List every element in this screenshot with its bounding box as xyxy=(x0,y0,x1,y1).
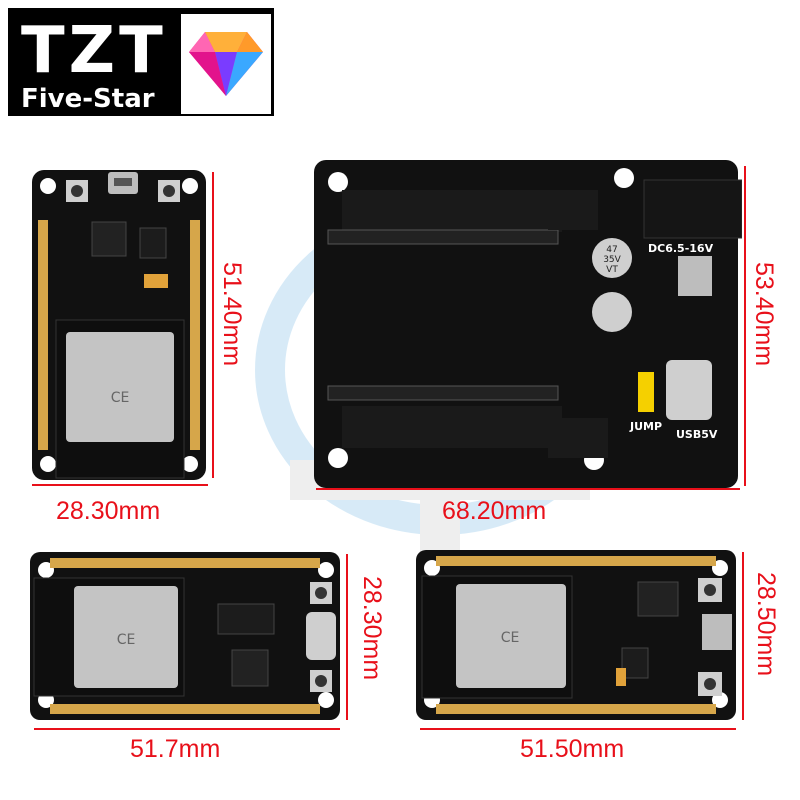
dimension-arrow xyxy=(420,728,736,730)
svg-text:35V: 35V xyxy=(603,255,621,265)
dimension-arrow xyxy=(346,554,348,720)
dimension-arrow xyxy=(34,728,340,730)
dimension-arrow xyxy=(744,166,746,486)
dimension-height-label: 28.50mm xyxy=(752,572,780,677)
dimension-height-label: 51.40mm xyxy=(218,262,246,367)
dimension-width-label: 68.20mm xyxy=(442,497,547,525)
esp32-board-vertical: CE xyxy=(30,170,210,480)
dimension-arrow xyxy=(32,484,208,486)
svg-text:CE: CE xyxy=(111,390,130,406)
dimension-arrow xyxy=(212,172,214,478)
esp32-board-microusb: CE xyxy=(416,550,738,722)
dimension-width-label: 28.30mm xyxy=(56,497,161,525)
pcb-bottom-left: CE xyxy=(30,552,340,720)
dimension-width-label: 51.7mm xyxy=(130,735,221,763)
svg-text:CE: CE xyxy=(501,630,520,646)
svg-text:DC6.5-16V: DC6.5-16V xyxy=(648,242,714,255)
logo-brand-text: TZT xyxy=(21,14,167,88)
esp32-board-typec: CE xyxy=(30,552,342,722)
dimension-arrow xyxy=(316,488,740,490)
svg-text:47: 47 xyxy=(606,245,617,255)
pcb-top-left: CE xyxy=(32,170,206,480)
pcb-bottom-right: CE xyxy=(416,550,736,720)
svg-text:USB5V: USB5V xyxy=(676,428,718,441)
brand-logo: TZT Five-Star xyxy=(8,8,274,116)
dimension-arrow xyxy=(742,552,744,720)
dimension-width-label: 51.50mm xyxy=(520,735,625,763)
dimension-height-label: 53.40mm xyxy=(750,262,778,367)
expansion-shield-board: DC6.5-16V 47 35V VT JUMP USB5V xyxy=(312,160,743,490)
pcb-top-right: DC6.5-16V 47 35V VT JUMP USB5V xyxy=(314,160,743,488)
svg-text:VT: VT xyxy=(606,265,618,275)
svg-text:CE: CE xyxy=(117,632,136,648)
logo-tagline: Five-Star xyxy=(21,84,155,114)
gem-icon xyxy=(181,14,271,114)
dimension-height-label: 28.30mm xyxy=(358,576,386,681)
svg-text:JUMP: JUMP xyxy=(629,420,662,433)
